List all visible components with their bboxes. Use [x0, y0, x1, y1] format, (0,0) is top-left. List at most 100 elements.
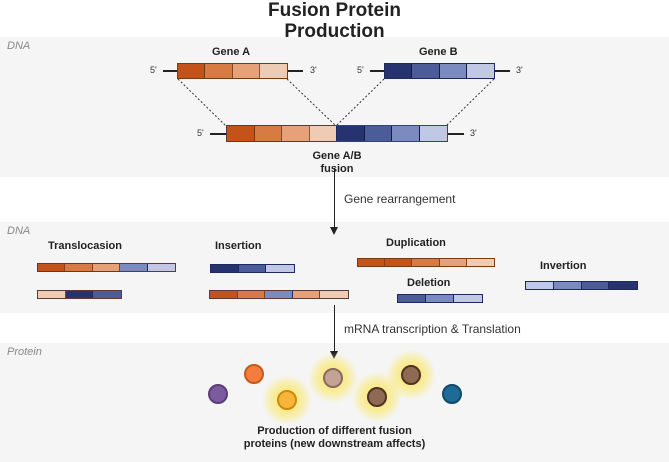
gene-a-segment [259, 64, 287, 78]
fusion-label-line-2: fusion [320, 163, 354, 175]
insertion-strand-2 [209, 290, 349, 299]
protein-brown-high [401, 365, 421, 385]
strand-segment [526, 282, 554, 289]
strand-segment [211, 265, 239, 272]
gene-b-strand-left [370, 70, 384, 72]
step-gene-rearrangement: Gene rearrangement [344, 192, 456, 206]
section-label: Protein [7, 346, 42, 358]
dna-fusion-section: DNA [0, 37, 669, 177]
insertion-label: Insertion [215, 240, 262, 252]
gene-a-3prime: 3' [310, 65, 317, 75]
insertion-strand-1 [210, 264, 295, 273]
strand-segment [398, 295, 426, 302]
protein-brown-low [367, 387, 387, 407]
fusion-segment [282, 126, 310, 141]
gene-a-segment [205, 64, 233, 78]
fusion-3prime: 3' [470, 128, 477, 138]
strand-segment [412, 259, 440, 266]
fusion-segment [309, 126, 337, 141]
fusion-strand-left [210, 133, 226, 135]
strand-segment [358, 259, 386, 266]
strand-segment [454, 295, 482, 302]
gene-b-label: Gene B [419, 46, 458, 58]
strand-segment [609, 282, 637, 289]
mapping-line [286, 78, 337, 127]
gene-b-strand-right [495, 70, 510, 72]
translocation-strand-2 [37, 290, 122, 299]
gene-b-segment [385, 64, 413, 78]
gene-b [384, 63, 495, 79]
fusion-label: Gene A/B fusion [300, 150, 374, 176]
strand-segment [238, 265, 267, 272]
strand-segment [65, 291, 94, 298]
fusion-segment [227, 126, 255, 141]
fusion-segment [392, 126, 420, 141]
protein-orange [244, 364, 264, 384]
gene-a-segment [178, 64, 206, 78]
step-transcription-translation: mRNA transcription & Translation [344, 322, 521, 336]
gene-a-strand-right [288, 70, 303, 72]
fusion-segment [419, 126, 447, 141]
strand-segment [38, 264, 66, 271]
caption-line-2: proteins (new downstream affects) [243, 438, 426, 450]
gene-b-segment [466, 64, 494, 78]
strand-segment [265, 291, 293, 298]
arrow-down-icon [330, 227, 338, 235]
protein-gold [277, 390, 297, 410]
arrow-shaft-transcription [334, 305, 335, 352]
gene-a-segment [232, 64, 260, 78]
title-line-1: Fusion Protein [268, 0, 401, 21]
fusion-5prime: 5' [197, 128, 204, 138]
gene-a-5prime: 5' [150, 65, 157, 75]
fusion-label-line-1: Gene A/B [312, 150, 362, 162]
duplication-strand [357, 258, 495, 267]
section-label: DNA [7, 40, 31, 52]
protein-caption: Production of different fusion proteins … [0, 425, 669, 451]
strand-segment [439, 259, 467, 266]
gene-a-label: Gene A [212, 46, 251, 58]
protein-purple [208, 384, 228, 404]
strand-segment [38, 291, 66, 298]
section-label: DNA [7, 225, 31, 237]
duplication-label: Duplication [386, 237, 446, 249]
deletion-label: Deletion [407, 277, 451, 289]
gene-b-3prime: 3' [516, 65, 523, 75]
protein-teal-blue [442, 384, 462, 404]
diagram-title: Fusion Protein Production [0, 0, 669, 42]
deletion-strand [397, 294, 483, 303]
fusion-segment [364, 126, 392, 141]
gene-b-5prime: 5' [357, 65, 364, 75]
gene-b-segment [412, 64, 440, 78]
fusion-gene [226, 125, 448, 142]
protein-tan [323, 368, 343, 388]
fusion-segment [337, 126, 365, 141]
strand-segment [65, 264, 93, 271]
translocation-label: Translocasion [48, 240, 122, 252]
caption-line-1: Production of different fusion [257, 425, 412, 437]
fusion-strand-right [448, 133, 464, 135]
gene-a-strand-left [163, 70, 177, 72]
strand-segment [147, 264, 175, 271]
invertion-label: Invertion [540, 260, 587, 272]
strand-segment [292, 291, 321, 298]
strand-segment [93, 291, 121, 298]
strand-segment [320, 291, 348, 298]
gene-a [177, 63, 288, 79]
translocation-strand-1 [37, 263, 176, 272]
invertion-strand [525, 281, 638, 290]
strand-segment [120, 264, 148, 271]
strand-segment [92, 264, 121, 271]
strand-segment [553, 282, 582, 289]
strand-segment [237, 291, 266, 298]
strand-segment [426, 295, 454, 302]
strand-segment [210, 291, 238, 298]
mapping-line [335, 78, 385, 127]
strand-segment [466, 259, 494, 266]
mapping-line [445, 78, 495, 127]
mapping-line [177, 78, 227, 127]
strand-segment [581, 282, 610, 289]
arrow-shaft-rearrangement [334, 168, 335, 227]
title-line-2: Production [284, 21, 385, 42]
strand-segment [266, 265, 294, 272]
